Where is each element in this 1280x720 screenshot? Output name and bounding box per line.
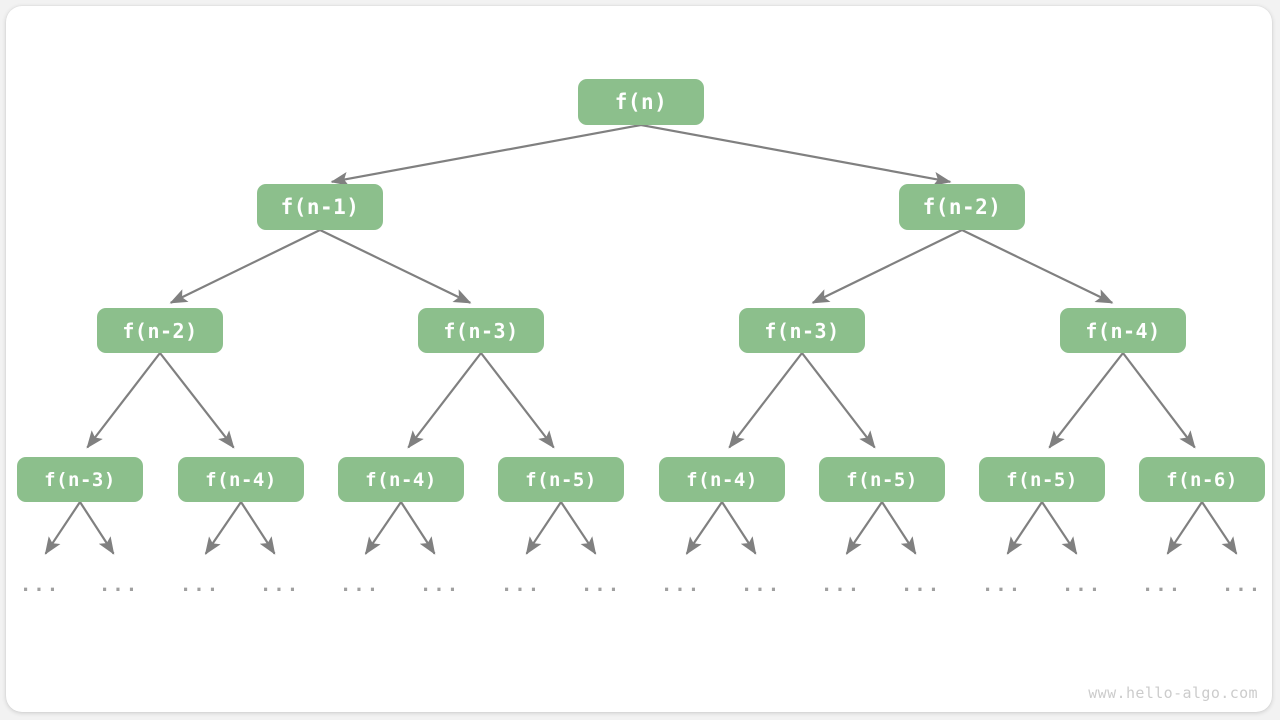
tree-node-label: f(n-5) [525, 468, 597, 491]
tree-node-label: f(n-5) [846, 468, 918, 491]
watermark: www.hello-algo.com [1088, 684, 1258, 702]
edge-arrow [159, 352, 235, 449]
tree-node: f(n-4) [338, 457, 464, 502]
tree-node: f(n-5) [819, 457, 945, 502]
ellipsis-marker: ... [179, 574, 221, 596]
tree-node-label: f(n-3) [44, 468, 116, 491]
ellipsis-marker: ... [98, 574, 140, 596]
ellipsis-marker: ... [660, 574, 702, 596]
tree-node: f(n) [578, 79, 704, 125]
edge-arrow [1201, 501, 1238, 555]
tree-node-label: f(n-4) [1085, 318, 1161, 343]
tree-node-label: f(n-2) [122, 318, 198, 343]
tree-node: f(n-1) [257, 184, 383, 230]
tree-node: f(n-3) [418, 308, 544, 353]
tree-node: f(n-3) [739, 308, 865, 353]
tree-node-label: f(n) [614, 90, 668, 114]
tree-node: f(n-6) [1139, 457, 1265, 502]
edge-arrow [728, 352, 803, 449]
ellipsis-marker: ... [500, 574, 542, 596]
ellipsis-marker: ... [981, 574, 1023, 596]
edge-arrow [525, 501, 562, 555]
edge-arrow [1041, 501, 1078, 555]
leaf-edges [44, 501, 1238, 555]
edge-arrow [204, 501, 242, 555]
edge-arrow [400, 501, 436, 555]
ellipsis-marker: ... [580, 574, 622, 596]
edge-arrow [330, 123, 642, 186]
tree-node-label: f(n-2) [922, 195, 1002, 219]
ellipsis-marker: ... [1221, 574, 1263, 596]
tree-node-label: f(n-5) [1006, 468, 1078, 491]
edge-arrow [169, 229, 321, 304]
edge-arrow [240, 501, 276, 555]
edge-arrow [1048, 352, 1124, 449]
tree-node: f(n-4) [659, 457, 785, 502]
edge-arrow [44, 501, 81, 555]
tree-node: f(n-5) [979, 457, 1105, 502]
tree-node: f(n-4) [1060, 308, 1186, 353]
edge-arrow [86, 352, 161, 449]
edge-arrow [480, 352, 555, 449]
edge-arrow [845, 501, 883, 555]
ellipsis-marker: ... [259, 574, 301, 596]
ellipsis-marker: ... [740, 574, 782, 596]
tree-node: f(n-3) [17, 457, 143, 502]
ellipsis-marker: ... [1061, 574, 1103, 596]
edge-arrow [881, 501, 917, 555]
tree-node-label: f(n-4) [365, 468, 437, 491]
edge-arrow [811, 229, 963, 304]
ellipsis-marker: ... [1141, 574, 1183, 596]
edge-arrow [961, 229, 1114, 304]
tree-node-label: f(n-3) [764, 318, 840, 343]
ellipsis-marker: ... [820, 574, 862, 596]
tree-node-label: f(n-1) [280, 195, 360, 219]
tree-node-label: f(n-3) [443, 318, 519, 343]
edge-arrow [640, 123, 952, 186]
ellipsis-marker: ... [339, 574, 381, 596]
tree-node-label: f(n-4) [205, 468, 277, 491]
tree-edges [86, 123, 1196, 449]
edge-arrow [685, 501, 723, 555]
ellipsis-marker: ... [900, 574, 942, 596]
tree-node: f(n-5) [498, 457, 624, 502]
edge-arrow [560, 501, 597, 555]
edge-arrow [79, 501, 115, 555]
edge-arrow [1166, 501, 1203, 555]
ellipsis-marker: ... [419, 574, 461, 596]
edge-arrow [801, 352, 876, 449]
tree-node: f(n-2) [97, 308, 223, 353]
edge-arrow [721, 501, 757, 555]
tree-node: f(n-4) [178, 457, 304, 502]
tree-node: f(n-2) [899, 184, 1025, 230]
edge-arrow [319, 229, 472, 304]
edge-arrow [1122, 352, 1196, 449]
edge-arrow [1006, 501, 1043, 555]
tree-node-label: f(n-6) [1166, 468, 1238, 491]
tree-node-label: f(n-4) [686, 468, 758, 491]
edge-arrow [407, 352, 482, 449]
ellipsis-marker: ... [19, 574, 61, 596]
edge-arrow [364, 501, 402, 555]
